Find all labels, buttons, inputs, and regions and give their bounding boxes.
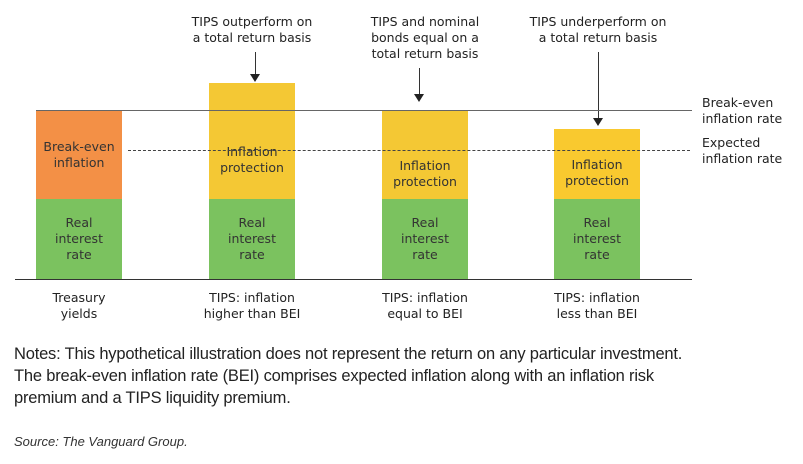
- arrow-down-icon: [593, 52, 603, 126]
- category-label: Treasury yields: [9, 290, 149, 322]
- category-text: less than BEI: [556, 306, 638, 321]
- annotation-text: total return basis: [371, 46, 479, 61]
- segment-label: interest: [573, 231, 621, 246]
- segment-label: inflation: [53, 154, 105, 170]
- segment-label: protection: [393, 173, 457, 189]
- category-text: TIPS: inflation: [209, 290, 295, 305]
- category-text: equal to BEI: [387, 306, 463, 321]
- category-text: yields: [60, 306, 98, 321]
- segment-label: interest: [55, 231, 103, 246]
- notes-line: Notes: This hypothetical illustration do…: [14, 345, 683, 363]
- segment-label: Real: [411, 215, 439, 230]
- annotation-text: bonds equal on a: [371, 30, 479, 45]
- source-note: Source: The Vanguard Group.: [14, 434, 188, 449]
- segment-label: protection: [565, 173, 629, 188]
- label-text: inflation rate: [702, 151, 783, 166]
- segment-label: Inflation: [399, 157, 451, 173]
- segment-label: Inflation: [226, 144, 278, 159]
- category-label: TIPS: inflation equal to BEI: [355, 290, 495, 322]
- segment-label: Real: [65, 215, 93, 230]
- category-text: Treasury: [52, 290, 106, 305]
- label-text: Expected: [702, 135, 761, 150]
- segment-label: Real: [238, 215, 266, 230]
- annotation-text: TIPS and nominal: [370, 14, 480, 29]
- segment-label: Real: [583, 215, 611, 230]
- label-text: Break-even: [702, 95, 774, 110]
- segment-label: interest: [401, 231, 449, 246]
- notes: Notes: This hypothetical illustration do…: [14, 343, 682, 409]
- segment-label: rate: [239, 247, 265, 262]
- label-expected-rate: Expected inflation rate: [702, 135, 782, 167]
- segment-label: rate: [584, 247, 610, 262]
- category-text: TIPS: inflation: [554, 290, 640, 305]
- category-label: TIPS: inflation higher than BEI: [182, 290, 322, 322]
- annotation-text: a total return basis: [538, 30, 658, 45]
- segment-label: interest: [228, 231, 276, 246]
- segment-label: rate: [66, 247, 92, 262]
- annotation-underperform: TIPS underperform on a total return basi…: [518, 14, 678, 46]
- notes-line: The break-even inflation rate (BEI) comp…: [14, 367, 654, 385]
- segment-label: protection: [220, 160, 284, 175]
- annotation-text: a total return basis: [192, 30, 312, 45]
- annotation-text: TIPS underperform on: [529, 14, 667, 29]
- segment-label: Break-even: [43, 138, 115, 154]
- segment-label: rate: [412, 247, 438, 262]
- annotation-equal: TIPS and nominal bonds equal on a total …: [345, 14, 505, 62]
- arrow-down-icon: [414, 68, 424, 102]
- baseline: [15, 279, 692, 280]
- label-text: inflation rate: [702, 111, 783, 126]
- category-text: TIPS: inflation: [382, 290, 468, 305]
- annotation-text: TIPS outperform on: [191, 14, 313, 29]
- break-even-line: [36, 110, 692, 111]
- segment-label: Inflation: [571, 157, 623, 172]
- category-text: higher than BEI: [203, 306, 301, 321]
- notes-line: premium and a TIPS liquidity premium.: [14, 389, 291, 407]
- expected-inflation-line: [128, 150, 690, 151]
- arrow-down-icon: [250, 52, 260, 82]
- category-label: TIPS: inflation less than BEI: [527, 290, 667, 322]
- label-break-even-rate: Break-even inflation rate: [702, 95, 782, 127]
- annotation-outperform: TIPS outperform on a total return basis: [172, 14, 332, 46]
